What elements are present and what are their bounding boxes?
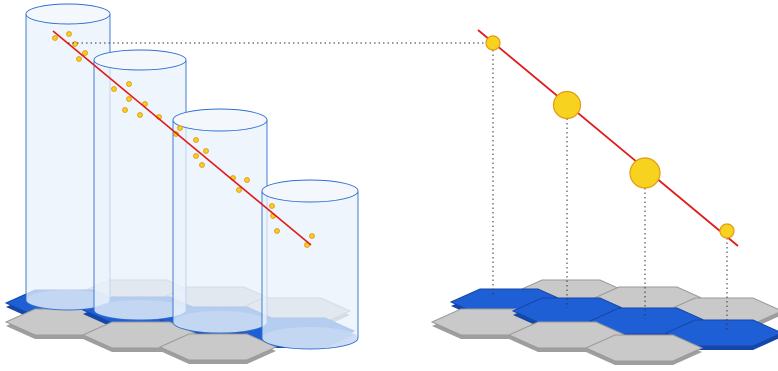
- data-point-icon: [269, 203, 275, 209]
- cylinder-icon: [25, 3, 111, 311]
- right-panel: [430, 29, 778, 365]
- data-point-icon: [485, 35, 501, 51]
- cylinder-icon: [172, 108, 268, 334]
- data-point-icon: [236, 187, 242, 193]
- left-hex-tile-10: [158, 333, 278, 364]
- right-hex-tile-8: [664, 319, 778, 350]
- data-point-icon: [177, 125, 183, 131]
- data-point-icon: [126, 81, 132, 87]
- right-hex-tile-10: [584, 334, 704, 365]
- data-point-icon: [126, 96, 132, 102]
- data-point-icon: [52, 35, 58, 41]
- data-point-icon: [72, 41, 78, 47]
- cylinder-top: [172, 108, 268, 132]
- regression-line-icon: [477, 29, 739, 247]
- data-point-icon: [193, 153, 199, 159]
- cylinder-top: [25, 3, 111, 25]
- cylinder-body: [93, 60, 187, 321]
- data-point-icon: [137, 112, 143, 118]
- cylinder-body: [172, 120, 268, 334]
- data-point-icon: [199, 162, 205, 168]
- data-point-icon: [309, 233, 315, 239]
- data-point-icon: [193, 137, 199, 143]
- right-hex-tile-7: [588, 307, 708, 338]
- left-panel: [4, 3, 359, 364]
- data-point-icon: [203, 148, 209, 154]
- data-point-icon: [82, 50, 88, 56]
- cylinder-top: [93, 49, 187, 71]
- data-point-icon: [66, 31, 72, 37]
- cylinder-icon: [93, 49, 187, 321]
- data-point-icon: [76, 56, 82, 62]
- data-point-icon: [629, 157, 661, 189]
- data-point-icon: [719, 223, 735, 239]
- left-hex-tile-10-top: [158, 333, 278, 361]
- data-point-icon: [552, 90, 582, 120]
- data-point-icon: [274, 228, 280, 234]
- cylinder-icon: [261, 179, 359, 350]
- data-point-icon: [244, 177, 250, 183]
- data-point-icon: [122, 107, 128, 113]
- cylinder-body: [261, 191, 359, 350]
- regression-line-icon: [52, 30, 312, 246]
- cylinder-top: [261, 179, 359, 203]
- data-point-icon: [111, 86, 117, 92]
- right-hex-tile-10-top: [584, 334, 704, 362]
